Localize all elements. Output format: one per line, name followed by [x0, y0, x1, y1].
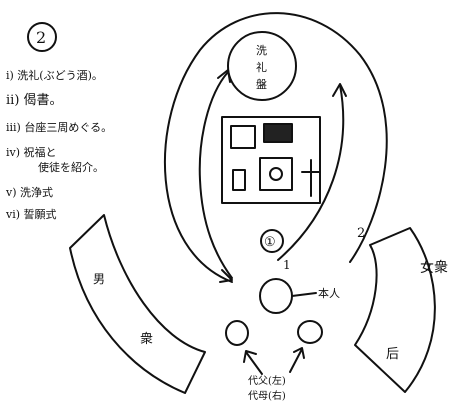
left-top-arrow-head: [217, 69, 231, 83]
note-3: iii) 台座三周めぐる。: [6, 121, 113, 134]
person-label: 本人: [318, 286, 340, 300]
font-label-1: 洗: [256, 44, 267, 57]
right-pew-label: 后: [386, 347, 399, 362]
right-path-line: [277, 84, 345, 261]
right-pew: [354, 227, 436, 393]
sponsor-left-arrow: [243, 350, 263, 375]
font-label-2: 礼: [256, 60, 267, 74]
step-one-circle: [260, 229, 284, 253]
sponsor-right-arrow: [289, 347, 305, 373]
path-1-label: 1: [283, 258, 291, 272]
altar-item-1: [230, 125, 256, 149]
note-6: v) 洗浄式: [6, 186, 54, 199]
outer-arch: [163, 12, 388, 283]
person-circle: [259, 278, 293, 314]
font-label-3: 盤: [256, 78, 267, 91]
sponsors-label-1: 代父(左): [248, 374, 286, 387]
page-number: 2: [36, 28, 46, 47]
path-2-label: 2: [357, 226, 365, 241]
note-2: ii) 偈書。: [6, 93, 63, 108]
note-1: i) 洗礼(ぶどう酒)。: [6, 69, 103, 82]
altar-item-3-dot: [269, 167, 283, 181]
right-pew-label-top: 女衆: [420, 259, 448, 276]
left-pew: [69, 214, 206, 394]
page-number-circle: [27, 22, 57, 52]
altar-item-4: [232, 169, 246, 191]
altar-item-2: [263, 123, 293, 143]
note-5: 使徒を紹介。: [38, 161, 104, 174]
altar-table: [221, 116, 321, 204]
note-4: iv) 祝福と: [6, 146, 57, 159]
altar-cross: [301, 159, 321, 197]
person-pointer: [291, 292, 317, 297]
font-circle: [227, 31, 297, 101]
right-arrow-head: [332, 83, 347, 97]
altar-item-3: [259, 157, 293, 191]
step-one-label: ①: [264, 235, 276, 250]
sponsor-right-circle: [297, 320, 323, 344]
sponsor-left-circle: [225, 320, 249, 346]
left-path-line: [198, 71, 233, 279]
left-arrow-head: [219, 269, 233, 283]
note-7: vi) 誓願式: [6, 208, 57, 221]
left-pew-label-bottom: 衆: [140, 331, 153, 347]
left-pew-label-top: 男: [93, 272, 105, 286]
sponsors-label-2: 代母(右): [248, 389, 286, 402]
